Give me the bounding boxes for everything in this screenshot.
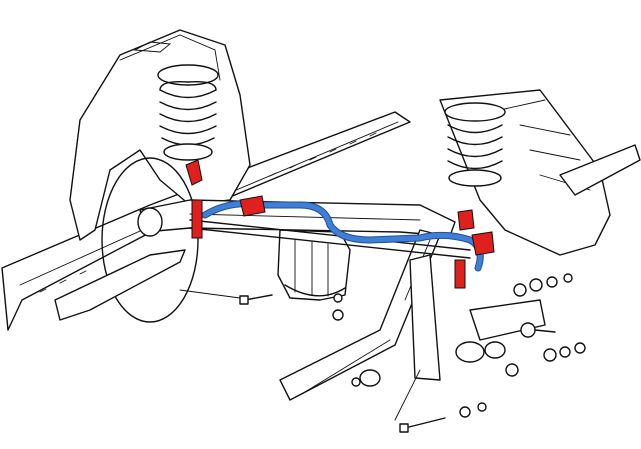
stabilizer-bracket-right [471, 231, 495, 256]
right-coil-spring [444, 102, 506, 187]
track-bar [189, 219, 471, 259]
lower-control-arm-right [409, 254, 546, 381]
leader-lines [179, 289, 421, 421]
right-frame-rail [279, 144, 641, 401]
stabilizer-link-right [454, 209, 475, 289]
fastener-nut-left [332, 293, 344, 321]
differential [277, 229, 351, 301]
stabilizer-link-left [185, 159, 203, 239]
fastener-hardware-right [513, 273, 586, 362]
fastener-bolt-left [239, 294, 273, 305]
fastener-bushing-lower [351, 341, 519, 387]
fastener-long-bolt [399, 402, 487, 433]
stabilizer-bracket-left [239, 195, 266, 217]
lower-control-arm-left [54, 249, 186, 321]
left-coil-spring [157, 64, 219, 161]
